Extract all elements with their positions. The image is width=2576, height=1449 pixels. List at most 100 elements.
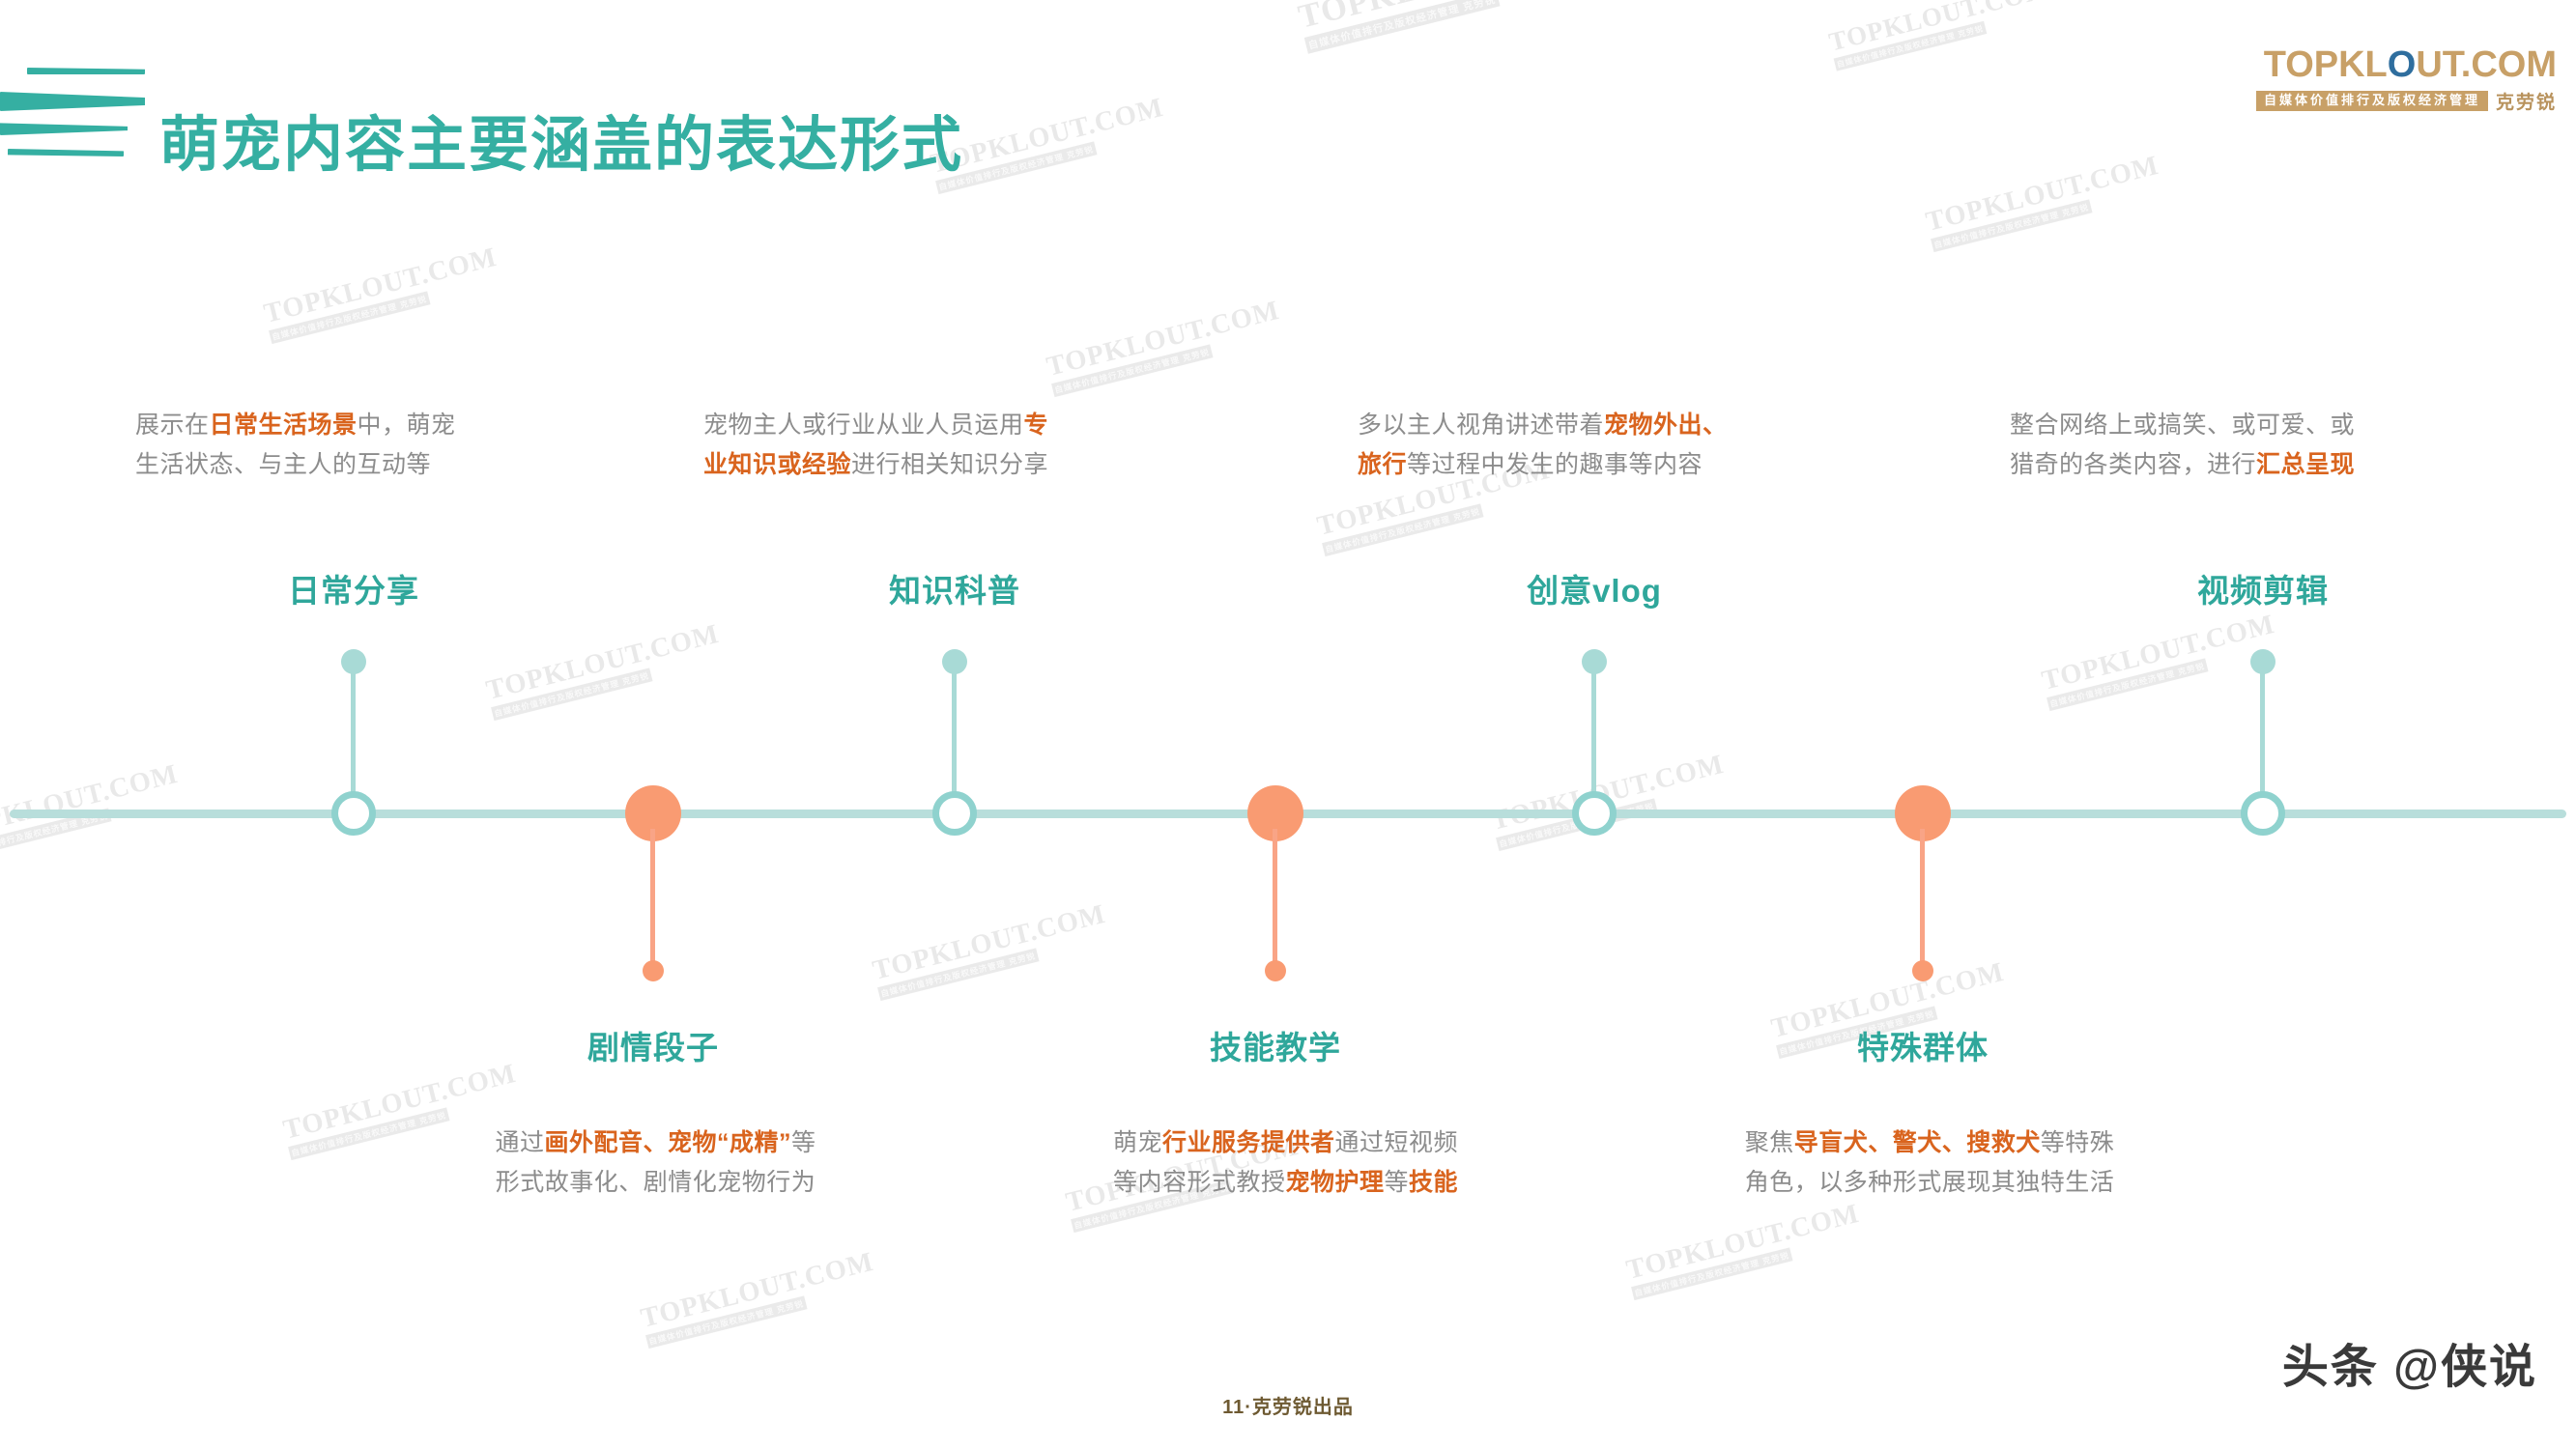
description-knowledge: 宠物主人或行业从业人员运用专 业知识或经验进行相关知识分享 (703, 406, 1225, 486)
watermark-subtext: 自媒体价值排行及版权经济管理 克劳锐 (2046, 658, 2209, 712)
desc-highlight: 宠物外出、 (1604, 412, 1728, 439)
watermark-subtext: 自媒体价值排行及版权经济管理 克劳锐 (269, 291, 431, 345)
category-label-plot-skit: 剧情段子 (587, 1030, 719, 1065)
desc-highlight: 导盲犬、警犬、搜救犬 (1793, 1129, 2041, 1156)
timeline-top-stem (952, 667, 957, 816)
watermark: TOPKLOUT.COM 自媒体价值排行及版权经济管理 克劳锐 (1623, 1198, 1866, 1301)
watermark: TOPKLOUT.COM 自媒体价值排行及版权经济管理 克劳锐 (928, 92, 1170, 195)
watermark: TOPKLOUT.COM 自媒体价值排行及版权经济管理 克劳锐 (483, 618, 726, 722)
watermark: TOPKLOUT.COM 自媒体价值排行及版权经济管理 克劳锐 (2039, 609, 2281, 712)
desc-text: 宠物主人或行业从业人员运用 (703, 412, 1024, 439)
watermark-text: TOPKLOUT.COM (1295, 0, 1584, 36)
watermark-text: TOPKLOUT.COM (928, 92, 1167, 180)
watermark: TOPKLOUT.COM 自媒体价值排行及版权经济管理 克劳锐 (1295, 0, 1589, 54)
desc-text: 等内容形式教授 (1112, 1169, 1286, 1197)
title-decoration-icon (0, 60, 145, 166)
logo-wordmark: TOPKLOUT.COM (2256, 46, 2557, 83)
watermark-subtext: 自媒体价值排行及版权经济管理 克劳锐 (1322, 503, 1484, 557)
desc-text: 萌宠 (1112, 1129, 1162, 1156)
category-label-video-editing: 视频剪辑 (2197, 573, 2329, 609)
description-daily-share: 展示在日常生活场景中，萌宠 生活状态、与主人的互动等 (135, 406, 599, 486)
timeline-bottom-stem (1273, 829, 1277, 969)
timeline-node-ring[interactable] (331, 791, 376, 836)
timeline-top-stem (1591, 667, 1596, 816)
category-label-daily-share: 日常分享 (288, 573, 419, 609)
logo-subtitle-row: 自媒体价值排行及版权经济管理 克劳锐 (2255, 88, 2557, 114)
watermark-text: TOPKLOUT.COM (1044, 295, 1283, 383)
watermark-subtext: 自媒体价值排行及版权经济管理 克劳锐 (645, 1295, 808, 1350)
desc-text: 等特殊 (2040, 1129, 2115, 1156)
description-special-groups: 聚焦导盲犬、警犬、搜救犬等特殊 角色，以多种形式展现其独特生活 (1654, 1123, 2205, 1204)
desc-text: 等 (1384, 1169, 1410, 1197)
description-plot-skit: 通过画外配音、宠物“成精”等 形式故事化、剧情化宠物行为 (392, 1123, 919, 1204)
desc-text: 角色，以多种形式展现其独特生活 (1744, 1169, 2115, 1197)
desc-highlight: 技能 (1409, 1169, 1459, 1197)
watermark-subtext: 自媒体价值排行及版权经济管理 克劳锐 (1931, 199, 2093, 253)
timeline-bottom-dot (1912, 960, 1933, 981)
logo-blue-o: O (2387, 44, 2417, 85)
desc-highlight: 旅行 (1358, 451, 1408, 479)
desc-text: 中，萌宠 (357, 412, 456, 439)
watermark-text: TOPKLOUT.COM (2039, 609, 2278, 696)
topklout-logo: TOPKLOUT.COM 自媒体价值排行及版权经济管理 克劳锐 (2255, 46, 2557, 114)
watermark-text: TOPKLOUT.COM (638, 1246, 877, 1334)
timeline-node-ring[interactable] (2241, 791, 2285, 836)
desc-text: 等 (791, 1129, 816, 1156)
desc-text: 形式故事化、剧情化宠物行为 (495, 1169, 816, 1197)
desc-text: 通过短视频 (1334, 1129, 1459, 1156)
watermark-text: TOPKLOUT.COM (0, 758, 182, 846)
timeline-bottom-dot (1265, 960, 1286, 981)
desc-text: 多以主人视角讲述带着 (1358, 412, 1605, 439)
watermark-text: TOPKLOUT.COM (870, 898, 1109, 986)
watermark-subtext: 自媒体价值排行及版权经济管理 克劳锐 (877, 948, 1040, 1002)
desc-text: 进行相关知识分享 (851, 451, 1049, 479)
watermark-text: TOPKLOUT.COM (1826, 0, 2053, 57)
desc-highlight: 日常生活场景 (209, 412, 358, 439)
watermark-text: TOPKLOUT.COM (483, 618, 723, 706)
watermark-subtext: 自媒体价值排行及版权经济管理 克劳锐 (1303, 0, 1500, 54)
watermark-text: TOPKLOUT.COM (1923, 150, 2162, 238)
category-label-knowledge: 知识科普 (889, 573, 1020, 609)
logo-subtitle: 自媒体价值排行及版权经济管理 (2255, 91, 2488, 111)
desc-text: 展示在 (135, 412, 210, 439)
category-label-special-groups: 特殊群体 (1857, 1030, 1989, 1065)
desc-text: 聚焦 (1744, 1129, 1794, 1156)
desc-text: 猎奇的各类内容，进行 (2010, 451, 2257, 479)
watermark: TOPKLOUT.COM 自媒体价值排行及版权经济管理 克劳锐 (638, 1246, 880, 1350)
desc-highlight: 画外配音、宠物“成精” (544, 1129, 791, 1156)
headline-credit: 头条 @侠说 (2281, 1342, 2537, 1393)
logo-text-after: UT.COM (2416, 44, 2557, 85)
desc-highlight: 专 (1023, 412, 1049, 439)
timeline-top-stem (351, 667, 356, 816)
description-skill-teaching: 萌宠行业服务提供者通过短视频 等内容形式教授宠物护理等技能 (1022, 1123, 1549, 1204)
watermark: TOPKLOUT.COM 自媒体价值排行及版权经济管理 克劳锐 (261, 242, 503, 345)
watermark: TOPKLOUT.COM 自媒体价值排行及版权经济管理 克劳锐 (1044, 295, 1286, 398)
watermark-subtext: 自媒体价值排行及版权经济管理 克劳锐 (1051, 344, 1214, 398)
watermark-text: TOPKLOUT.COM (261, 242, 501, 329)
page-title: 萌宠内容主要涵盖的表达形式 (159, 112, 964, 179)
desc-highlight: 行业服务提供者 (1161, 1129, 1335, 1156)
watermark: TOPKLOUT.COM 自媒体价值排行及版权经济管理 克劳锐 (1923, 150, 2165, 253)
timeline-top-stem (2260, 667, 2265, 816)
logo-brand-name: 克劳锐 (2495, 93, 2557, 113)
desc-highlight: 宠物护理 (1285, 1169, 1385, 1197)
timeline-node-ring[interactable] (932, 791, 977, 836)
timeline-bottom-stem (1920, 829, 1925, 969)
desc-text: 整合网络上或搞笑、或可爱、或 (2010, 412, 2356, 439)
desc-text: 通过 (495, 1129, 545, 1156)
timeline-node-ring[interactable] (1572, 791, 1617, 836)
desc-text: 等过程中发生的趣事等内容 (1407, 451, 1703, 479)
watermark-subtext: 自媒体价值排行及版权经济管理 克劳锐 (491, 668, 653, 722)
desc-highlight: 业知识或经验 (703, 451, 852, 479)
description-video-editing: 整合网络上或搞笑、或可爱、或 猎奇的各类内容，进行汇总呈现 (2010, 406, 2512, 486)
logo-text-before: TOPKL (2263, 44, 2388, 85)
watermark: TOPKLOUT.COM 自媒体价值排行及版权经济管理 克劳锐 (870, 898, 1112, 1002)
timeline-bottom-stem (650, 829, 655, 969)
category-label-skill-teaching: 技能教学 (1210, 1030, 1341, 1065)
description-creative-vlog: 多以主人视角讲述带着宠物外出、 旅行等过程中发生的趣事等内容 (1358, 406, 1879, 486)
desc-highlight: 汇总呈现 (2256, 451, 2356, 479)
desc-text: 生活状态、与主人的互动等 (135, 451, 432, 479)
watermark-subtext: 自媒体价值排行及版权经济管理 克劳锐 (1833, 20, 1987, 71)
timeline-bottom-dot (643, 960, 664, 981)
